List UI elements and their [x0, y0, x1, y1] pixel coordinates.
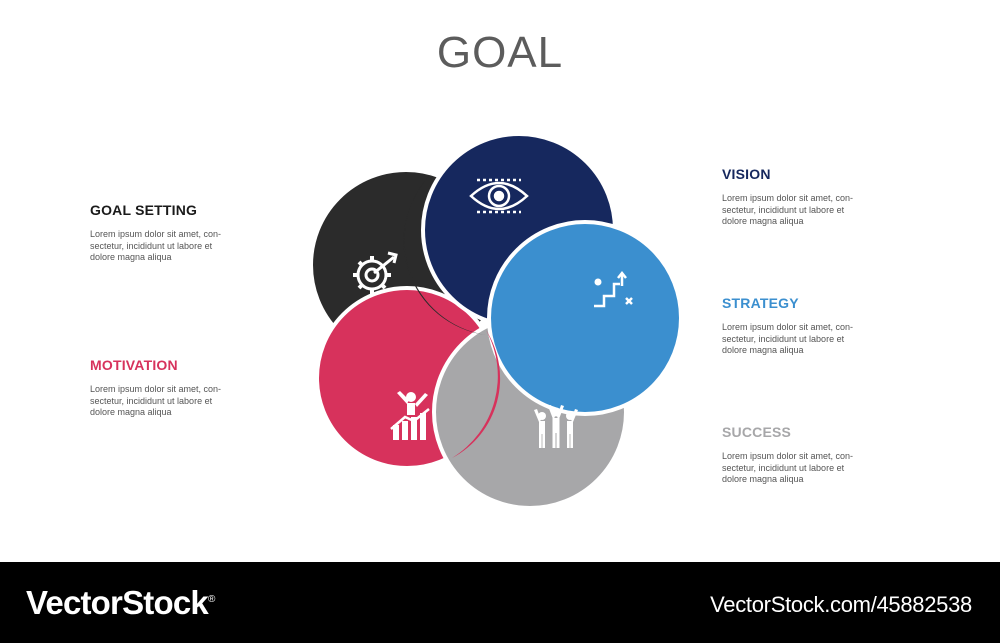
vision-label: VISION: [722, 166, 771, 182]
strategy-text: Lorem ipsum dolor sit amet, con- sectetu…: [722, 322, 882, 357]
vision-block: VISION Lorem ipsum dolor sit amet, con- …: [722, 166, 882, 228]
strategy-circle: [487, 220, 683, 416]
footer-url: VectorStock.com/45882538: [710, 592, 972, 617]
page-title: GOAL: [436, 28, 564, 77]
strategy-description: Lorem ipsum dolor sit amet, con- sectetu…: [722, 322, 854, 355]
goal-setting-block: GOAL SETTING Lorem ipsum dolor sit amet,…: [90, 202, 250, 264]
strategy-block: STRATEGY Lorem ipsum dolor sit amet, con…: [722, 295, 882, 357]
footer-brand-name: VectorStock: [26, 584, 209, 621]
success-block: SUCCESS Lorem ipsum dolor sit amet, con-…: [722, 424, 882, 486]
vision-text: Lorem ipsum dolor sit amet, con- sectetu…: [722, 193, 882, 228]
success-text: Lorem ipsum dolor sit amet, con- sectetu…: [722, 451, 882, 486]
motivation-description: Lorem ipsum dolor sit amet, con- sectetu…: [90, 384, 222, 417]
eye-icon: [469, 178, 529, 214]
success-description: Lorem ipsum dolor sit amet, con- sectetu…: [722, 451, 854, 484]
registered-mark: ®: [207, 594, 215, 605]
goal-cycle-diagram: [309, 132, 683, 510]
success-label: SUCCESS: [722, 424, 792, 440]
strategy-steps-icon: [594, 270, 633, 308]
goal-setting-description: Lorem ipsum dolor sit amet, con- sectetu…: [90, 229, 222, 262]
motivation-text: Lorem ipsum dolor sit amet, con- sectetu…: [90, 384, 250, 419]
watermark-footer: VectorStock® VectorStock.com/45882538: [0, 562, 1000, 643]
growth-person-icon: [390, 391, 430, 440]
motivation-label: MOTIVATION: [90, 357, 178, 373]
strategy-label: STRATEGY: [722, 295, 799, 311]
motivation-block: MOTIVATION Lorem ipsum dolor sit amet, c…: [90, 357, 250, 419]
team-celebration-icon: [534, 405, 578, 448]
target-gear-icon: [353, 251, 398, 294]
vision-description: Lorem ipsum dolor sit amet, con- sectetu…: [722, 193, 854, 226]
footer-brand: VectorStock®: [26, 584, 215, 622]
goal-setting-text: Lorem ipsum dolor sit amet, con- sectetu…: [90, 229, 250, 264]
goal-setting-label: GOAL SETTING: [90, 202, 198, 218]
